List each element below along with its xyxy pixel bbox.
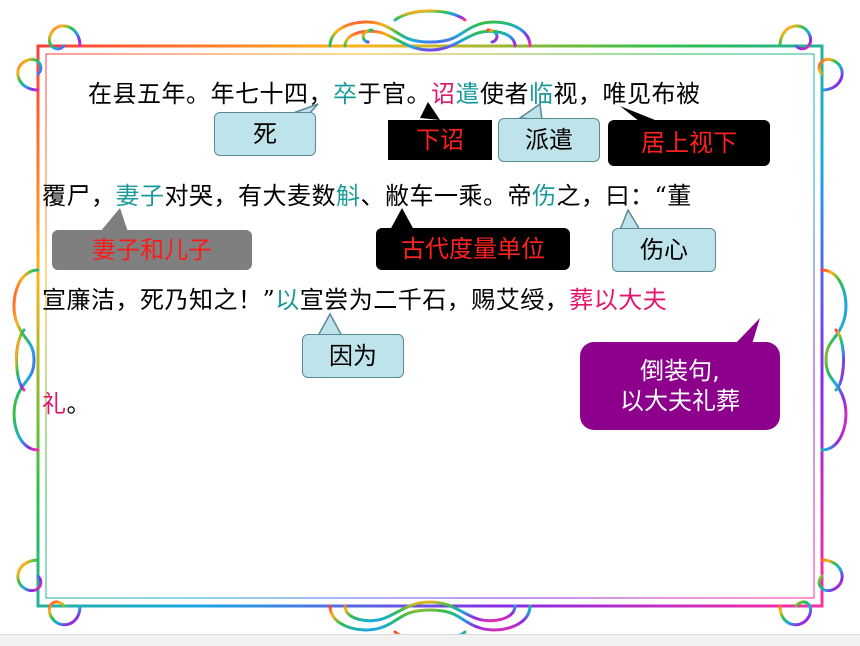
passage-segment: 在县五年。年七十四， [88, 80, 333, 108]
note-xiazhao: 下诏 [388, 120, 492, 160]
note-paiqian: 派遣 [498, 118, 600, 162]
passage-segment: 礼 [42, 390, 67, 418]
passage-segment: 宣尝为二千石，赐艾绶， [299, 286, 570, 314]
note-daozhuang: 倒装句, 以大夫礼葬 [580, 342, 780, 430]
passage-segment: 。 [66, 390, 91, 418]
note-daozhuang-line-1: 倒装句, [640, 357, 720, 385]
bottom-strip [0, 634, 860, 646]
note-daozhuang-line-2: 以大夫礼葬 [620, 387, 740, 415]
passage-segment: 对哭，有大麦数 [164, 182, 336, 210]
note-si: 死 [214, 112, 316, 156]
passage-line-4: 礼。 [42, 384, 91, 419]
passage-segment: 以 [275, 286, 300, 314]
passage-line-1: 在县五年。年七十四，卒于官。诏遣使者临视，唯见布被 [88, 74, 701, 109]
note-qizi: 妻子和儿子 [52, 230, 252, 270]
note-gudai: 古代度量单位 [376, 228, 570, 270]
note-yinwei: 因为 [302, 334, 404, 378]
note-shangxin: 伤心 [612, 228, 716, 272]
passage-segment: 临 [529, 80, 554, 108]
passage-segment: 葬以大夫 [569, 286, 668, 314]
passage-segment: 斛 [336, 182, 361, 210]
passage-line-3: 宣廉洁，死乃知之！”以宣尝为二千石，赐艾绶，葬以大夫 [42, 280, 667, 315]
passage-segment: 覆尸， [42, 182, 116, 210]
passage-segment: 伤 [532, 182, 557, 210]
passage-segment: 遣 [455, 80, 480, 108]
passage-segment: 宣廉洁，死乃知之！” [42, 286, 276, 314]
passage-segment: 卒 [333, 80, 358, 108]
passage-segment: 之，曰：“董 [556, 182, 692, 210]
passage-segment: 使者 [480, 80, 529, 108]
passage-segment: 于官。 [357, 80, 431, 108]
passage-segment: 视，唯见布被 [553, 80, 701, 108]
note-jushang: 居上视下 [608, 120, 770, 166]
passage-segment: 、敝车一乘。帝 [360, 182, 532, 210]
passage-line-2: 覆尸，妻子对哭，有大麦数斛、敝车一乘。帝伤之，曰：“董 [42, 176, 692, 211]
passage-segment: 诏 [431, 80, 456, 108]
passage-segment: 妻子 [115, 182, 165, 210]
